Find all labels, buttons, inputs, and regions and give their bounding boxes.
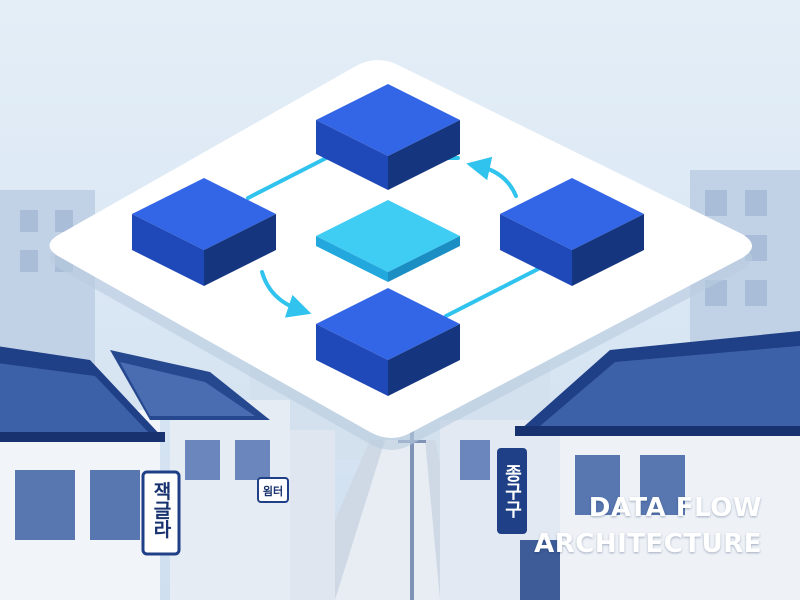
- block-center-hub: [316, 200, 460, 282]
- connector-right-top-arrow: [466, 156, 518, 198]
- left-vertical-sign: 잭글라: [141, 470, 181, 556]
- caption-title: DATA FLOW ARCHITECTURE: [502, 490, 762, 562]
- right-vertical-sign: 종구구: [497, 448, 527, 534]
- block-top: [316, 84, 460, 190]
- caption-line-1: DATA FLOW: [588, 493, 762, 523]
- connector-bottom-right: [444, 266, 542, 318]
- block-bottom: [316, 288, 460, 396]
- connectors: [246, 150, 542, 318]
- sign-text-right: 종구구: [502, 464, 523, 519]
- block-right: [500, 178, 644, 286]
- left-small-sign: 욈터: [257, 477, 289, 503]
- caption-line-2: ARCHITECTURE: [534, 529, 762, 559]
- connector-left-top: [246, 150, 340, 200]
- sign-text-small: 욈터: [263, 484, 283, 498]
- sign-text-left: 잭글라: [150, 481, 172, 539]
- block-left: [132, 178, 276, 286]
- connector-left-bottom-arrow: [260, 270, 312, 318]
